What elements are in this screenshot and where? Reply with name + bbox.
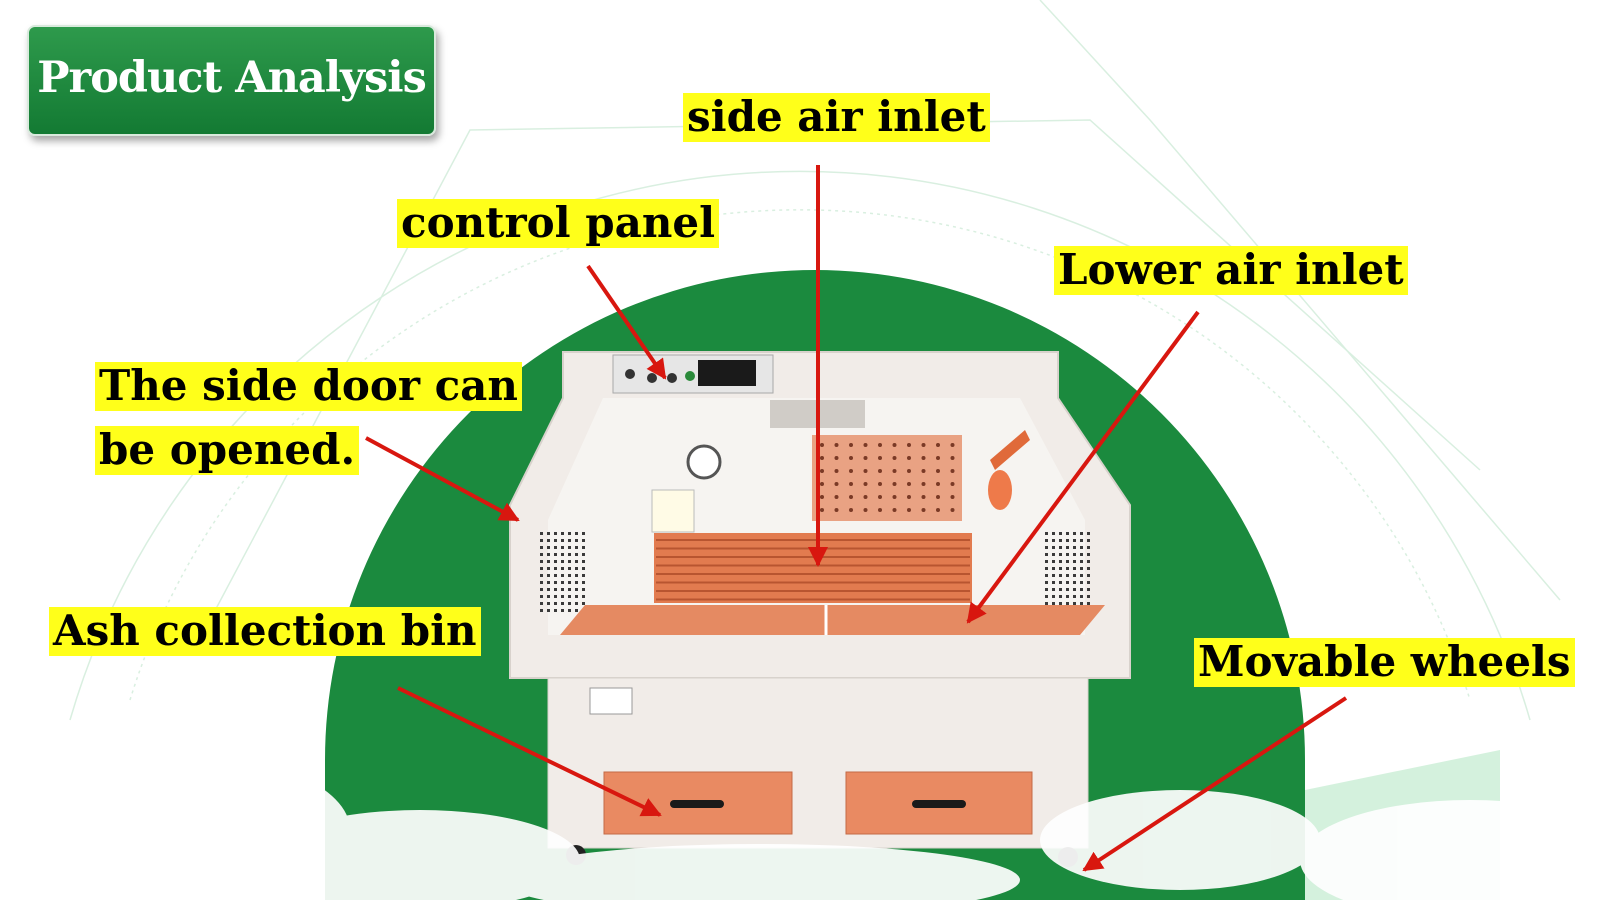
arrow-lower-air-inlet xyxy=(966,310,1200,624)
section-title: Product Analysis xyxy=(37,53,427,103)
lower-air-inlet-surface xyxy=(560,605,1105,635)
label-side-air-inlet: side air inlet xyxy=(683,93,990,142)
label-lower-air-inlet: Lower air inlet xyxy=(1054,246,1408,295)
pressure-gauge xyxy=(686,444,722,480)
side-air-inlet-grille xyxy=(654,533,972,603)
pegboard xyxy=(812,435,962,521)
label-side-door-line2: be opened. xyxy=(95,426,360,475)
label-control-panel: control panel xyxy=(397,199,720,248)
label-side-door-line1: The side door can xyxy=(95,362,522,411)
arrow-wheels xyxy=(1082,696,1348,872)
label-movable-wheels: Movable wheels xyxy=(1194,638,1575,687)
clouds xyxy=(0,750,1600,900)
arrow-ash-bin xyxy=(397,686,662,817)
workbench-cabinet xyxy=(509,351,1131,867)
arrow-control-panel xyxy=(586,264,667,380)
section-title-badge: Product Analysis xyxy=(27,25,436,136)
arrow-side-door xyxy=(365,436,520,522)
label-ash-collection-bin: Ash collection bin xyxy=(49,607,481,656)
